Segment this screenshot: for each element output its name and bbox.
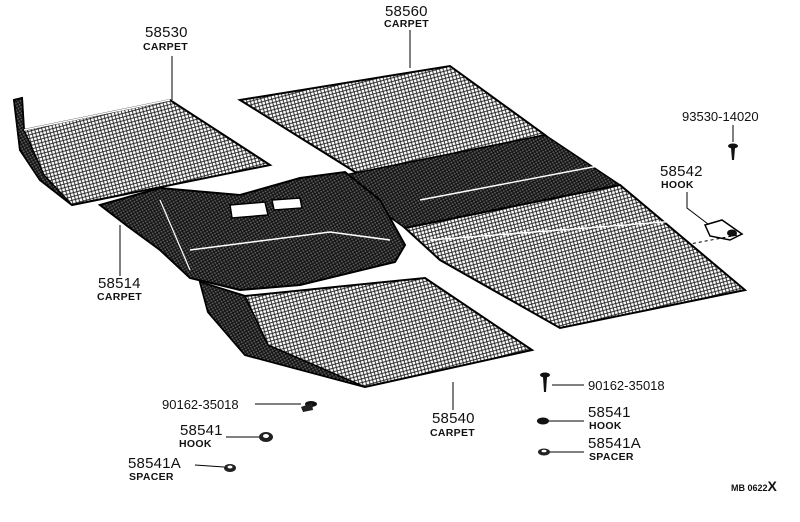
leader-lines bbox=[119, 30, 744, 468]
hook-right-icon bbox=[537, 417, 549, 425]
screw-left-icon bbox=[301, 401, 317, 412]
carpet-58530-shape bbox=[12, 96, 273, 207]
part-58560-number: 58560 bbox=[385, 3, 428, 20]
part-58540-number: 58540 bbox=[432, 410, 475, 427]
spacer-right-icon bbox=[538, 448, 550, 456]
part-58530-number: 58530 bbox=[145, 24, 188, 41]
part-58541-right-number: 58541 bbox=[588, 404, 631, 421]
part-58541-right-name: HOOK bbox=[589, 420, 622, 432]
part-58541A-left-name: SPACER bbox=[129, 471, 174, 483]
part-58540-name: CARPET bbox=[430, 427, 475, 439]
part-93530-number: 93530-14020 bbox=[682, 109, 759, 124]
hook-58542-icon bbox=[703, 219, 744, 241]
part-58541A-right-name: SPACER bbox=[589, 451, 634, 463]
part-58541-left-number: 58541 bbox=[180, 422, 223, 439]
part-90162-right-number: 90162-35018 bbox=[588, 378, 665, 393]
diagram-code-suffix: X bbox=[767, 478, 777, 494]
spacer-left-icon bbox=[224, 464, 236, 472]
part-58560-name: CARPET bbox=[384, 18, 429, 30]
part-58514-number: 58514 bbox=[98, 275, 141, 292]
hook-left-icon bbox=[259, 432, 273, 442]
carpet-58560-shape bbox=[237, 64, 748, 330]
clip-93530-icon bbox=[728, 143, 738, 160]
part-90162-left-number: 90162-35018 bbox=[162, 397, 239, 412]
part-58541A-right-number: 58541A bbox=[588, 435, 641, 452]
part-58530-name: CARPET bbox=[143, 41, 188, 53]
screw-right-icon bbox=[540, 372, 550, 392]
part-58514-name: CARPET bbox=[97, 291, 142, 303]
part-58541A-left-number: 58541A bbox=[128, 455, 181, 472]
part-58542-name: HOOK bbox=[661, 179, 694, 191]
part-58542-number: 58542 bbox=[660, 163, 703, 180]
carpet-58514-shape bbox=[97, 170, 407, 292]
part-58541-left-name: HOOK bbox=[179, 438, 212, 450]
diagram-code: MB 0622X bbox=[731, 479, 777, 495]
carpet-58540-shape bbox=[198, 276, 535, 389]
diagram-code-prefix: MB 0622 bbox=[731, 483, 768, 493]
